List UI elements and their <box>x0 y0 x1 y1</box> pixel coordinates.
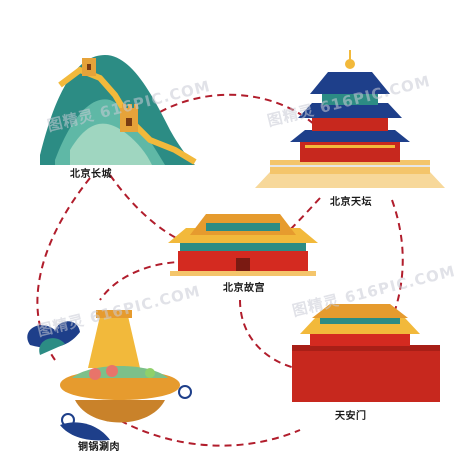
tiananmen-illustration <box>292 304 440 402</box>
label-tiananmen: 天安门 <box>335 411 367 422</box>
copper-hotpot-illustration <box>27 310 192 441</box>
label-great-wall: 北京长城 <box>70 169 112 180</box>
label-temple-of-heaven: 北京天坛 <box>330 197 372 208</box>
forbidden-city-illustration <box>168 214 318 276</box>
label-forbidden-city: 北京故宫 <box>223 283 265 294</box>
route-dashed-loop <box>36 93 404 447</box>
temple-of-heaven-illustration <box>255 50 445 188</box>
great-wall-illustration <box>40 55 197 165</box>
label-hotpot: 铜锅涮肉 <box>78 442 120 453</box>
